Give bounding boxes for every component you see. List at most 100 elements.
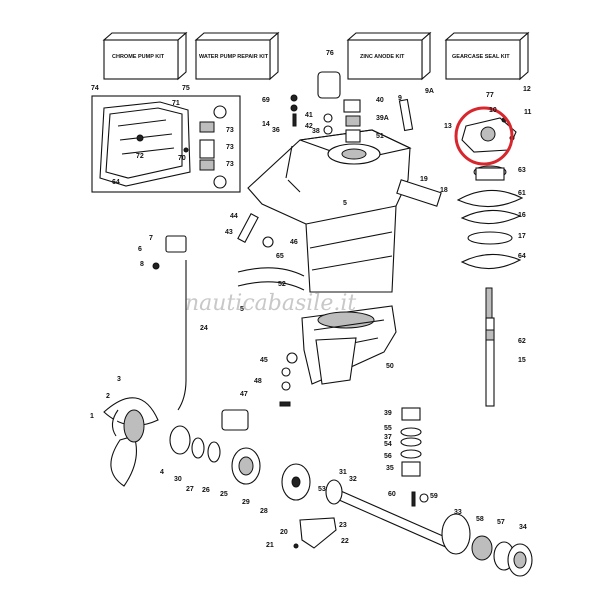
callout-number: 74 bbox=[91, 85, 99, 92]
callout-number: 17 bbox=[518, 233, 526, 240]
callout-number: 8 bbox=[140, 261, 144, 268]
callout-number: 73 bbox=[226, 127, 234, 134]
shift-linkage bbox=[293, 517, 337, 549]
callout-number: 37 bbox=[384, 434, 392, 441]
callout-number: 44 bbox=[230, 213, 238, 220]
callout-number: 4 bbox=[160, 469, 164, 476]
kit-label-water-pump: WATER PUMP REPAIR KIT bbox=[199, 54, 269, 60]
kit-label-chrome-pump: CHROME PUMP KIT bbox=[112, 54, 165, 60]
propeller bbox=[103, 397, 159, 487]
callout-number: 16 bbox=[518, 212, 526, 219]
callout-number: 47 bbox=[240, 391, 248, 398]
callout-number: 54 bbox=[384, 441, 392, 448]
callout-number: 71 bbox=[172, 100, 180, 107]
callout-number: 21 bbox=[266, 542, 274, 549]
callout-number: 45 bbox=[260, 357, 268, 364]
kit-box-gearcase-seal: GEARCASE SEAL KIT bbox=[444, 31, 530, 81]
kit-label-zinc-anode: ZINC ANODE KIT bbox=[360, 54, 405, 60]
drive-shaft-housing bbox=[247, 129, 412, 293]
callout-number: 51 bbox=[376, 133, 384, 140]
callout-number: 24 bbox=[200, 325, 208, 332]
callout-number: 62 bbox=[518, 338, 526, 345]
callout-number: 7 bbox=[149, 235, 153, 242]
kit-box-chrome-pump: CHROME PUMP KIT bbox=[102, 31, 188, 81]
callout-number: 43 bbox=[225, 229, 233, 236]
propeller-shaft bbox=[325, 479, 533, 577]
callout-number: 65 bbox=[276, 253, 284, 260]
callout-numbers: 74 75 76 77 1 2 3 4 5 5 6 7 8 9 9A 10 11… bbox=[90, 50, 532, 549]
callout-number: 73 bbox=[226, 144, 234, 151]
callout-number: 76 bbox=[326, 50, 334, 57]
callout-number: 75 bbox=[182, 85, 190, 92]
watermark-text: nauticabasile.it bbox=[185, 291, 356, 316]
callout-number: 64 bbox=[112, 179, 120, 186]
callout-number: 73 bbox=[226, 161, 234, 168]
inset-detail-box bbox=[91, 95, 241, 193]
callout-number: 20 bbox=[280, 529, 288, 536]
callout-number: 36 bbox=[272, 127, 280, 134]
callout-number: 6 bbox=[138, 246, 142, 253]
callout-number: 53 bbox=[318, 486, 326, 493]
callout-number: 56 bbox=[384, 453, 392, 460]
callout-number: 10 bbox=[489, 107, 497, 114]
callout-number: 64 bbox=[518, 253, 526, 260]
callout-number: 26 bbox=[202, 487, 210, 494]
callout-number: 2 bbox=[106, 393, 110, 400]
callout-number: 60 bbox=[388, 491, 396, 498]
callout-number: 5 bbox=[240, 306, 244, 313]
callout-number: 25 bbox=[220, 491, 228, 498]
drive-shaft bbox=[485, 317, 495, 407]
callout-number: 35 bbox=[386, 465, 394, 472]
shift-rod bbox=[165, 235, 187, 411]
water-pump-stack bbox=[456, 165, 524, 319]
callout-number: 12 bbox=[523, 86, 531, 93]
callout-number: 41 bbox=[305, 112, 313, 119]
callout-number: 39 bbox=[384, 410, 392, 417]
kit-box-water-pump: WATER PUMP REPAIR KIT bbox=[194, 31, 280, 81]
callout-number: 69 bbox=[262, 97, 270, 104]
callout-number: 50 bbox=[386, 363, 394, 370]
callout-number: 42 bbox=[305, 123, 313, 130]
callout-number: 58 bbox=[476, 516, 484, 523]
callout-number: 72 bbox=[136, 153, 144, 160]
hardware-fasteners bbox=[152, 71, 442, 507]
callout-number: 14 bbox=[262, 121, 270, 128]
callout-number: 9A bbox=[425, 88, 434, 95]
callout-number: 31 bbox=[339, 469, 347, 476]
gearcase-lower-unit bbox=[301, 305, 397, 385]
callout-number: 52 bbox=[278, 281, 286, 288]
callout-number: 19 bbox=[420, 176, 428, 183]
callout-number: 39A bbox=[376, 115, 389, 122]
highlight-circle bbox=[454, 106, 514, 166]
callout-number: 46 bbox=[290, 239, 298, 246]
callout-number: 57 bbox=[497, 519, 505, 526]
callout-number: 34 bbox=[519, 524, 527, 531]
callout-number: 13 bbox=[444, 123, 452, 130]
callout-number: 48 bbox=[254, 378, 262, 385]
callout-number: 38 bbox=[312, 128, 320, 135]
bearing-stack bbox=[400, 407, 422, 477]
callout-number: 33 bbox=[454, 509, 462, 516]
water-pump-housing-highlight bbox=[454, 106, 517, 166]
callout-number: 61 bbox=[518, 190, 526, 197]
callout-number: 3 bbox=[117, 376, 121, 383]
callout-number: 18 bbox=[440, 187, 448, 194]
callout-number: 22 bbox=[341, 538, 349, 545]
callout-number: 30 bbox=[174, 476, 182, 483]
callout-number: 77 bbox=[486, 92, 494, 99]
callout-number: 15 bbox=[518, 357, 526, 364]
callout-number: 28 bbox=[260, 508, 268, 515]
callout-number: 55 bbox=[384, 425, 392, 432]
callout-number: 32 bbox=[349, 476, 357, 483]
callout-number: 27 bbox=[186, 486, 194, 493]
callout-number: 9 bbox=[398, 95, 402, 102]
callout-number: 1 bbox=[90, 413, 94, 420]
prop-shaft-parts-row bbox=[169, 409, 311, 501]
callout-number: 63 bbox=[518, 167, 526, 174]
callout-number: 11 bbox=[524, 109, 532, 116]
callout-number: 40 bbox=[376, 97, 384, 104]
callout-number: 23 bbox=[339, 522, 347, 529]
callout-number: 5 bbox=[343, 200, 347, 207]
kit-label-gearcase-seal: GEARCASE SEAL KIT bbox=[452, 54, 510, 60]
